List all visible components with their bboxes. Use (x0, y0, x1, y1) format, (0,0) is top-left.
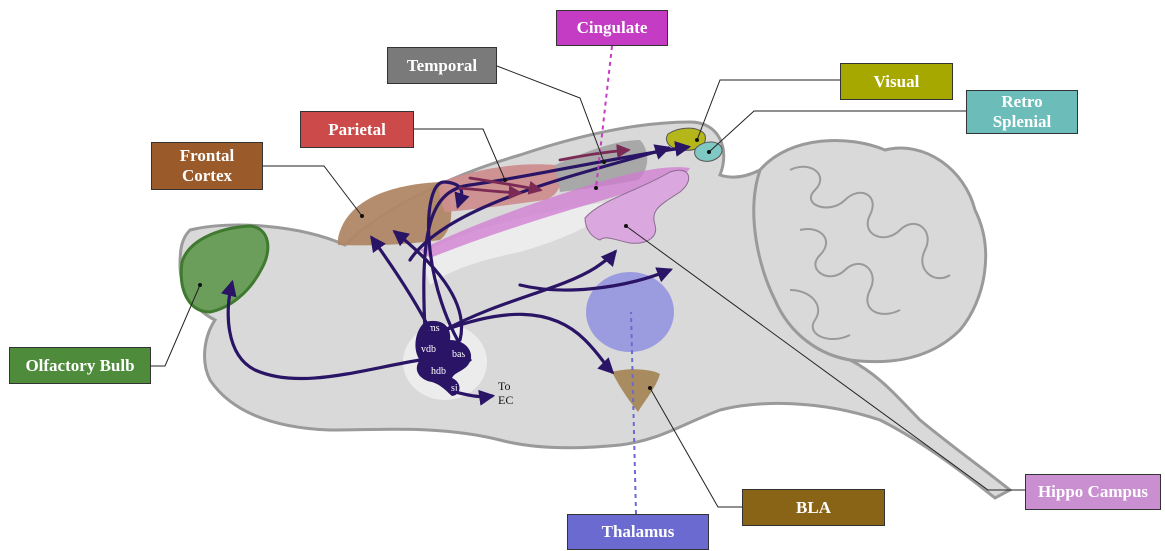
hippocampus-label: Hippo Campus (1025, 474, 1161, 510)
leader-visual (697, 80, 840, 140)
frontal-cortex-label-text: Frontal Cortex (180, 146, 234, 186)
nucleus-vdb: vdb (421, 344, 436, 355)
ec-label-to: To (498, 379, 511, 393)
thalamus-label: Thalamus (567, 514, 709, 550)
visual-label: Visual (840, 63, 953, 100)
temporal-label: Temporal (387, 47, 497, 84)
parietal-label-text: Parietal (328, 120, 386, 140)
retrosplenial-label-text: Retro Splenial (993, 92, 1052, 132)
parietal-label: Parietal (300, 111, 414, 148)
bla-label: BLA (742, 489, 885, 526)
ec-label-ec: EC (498, 393, 513, 407)
frontal-cortex-label: Frontal Cortex (151, 142, 263, 190)
cingulate-label-text: Cingulate (577, 18, 648, 38)
hippocampus-label-text: Hippo Campus (1038, 482, 1148, 502)
visual-label-text: Visual (874, 72, 920, 92)
olfactory-bulb-label-text: Olfactory Bulb (25, 356, 134, 376)
retrosplenial-label: Retro Splenial (966, 90, 1078, 134)
nucleus-hdb: hdb (431, 366, 446, 377)
bla-label-text: BLA (796, 498, 831, 518)
leader-frontal (263, 166, 362, 216)
olfactory-bulb-label: Olfactory Bulb (9, 347, 151, 384)
thalamus-label-text: Thalamus (602, 522, 675, 542)
cingulate-label: Cingulate (556, 10, 668, 46)
temporal-label-text: Temporal (407, 56, 477, 76)
